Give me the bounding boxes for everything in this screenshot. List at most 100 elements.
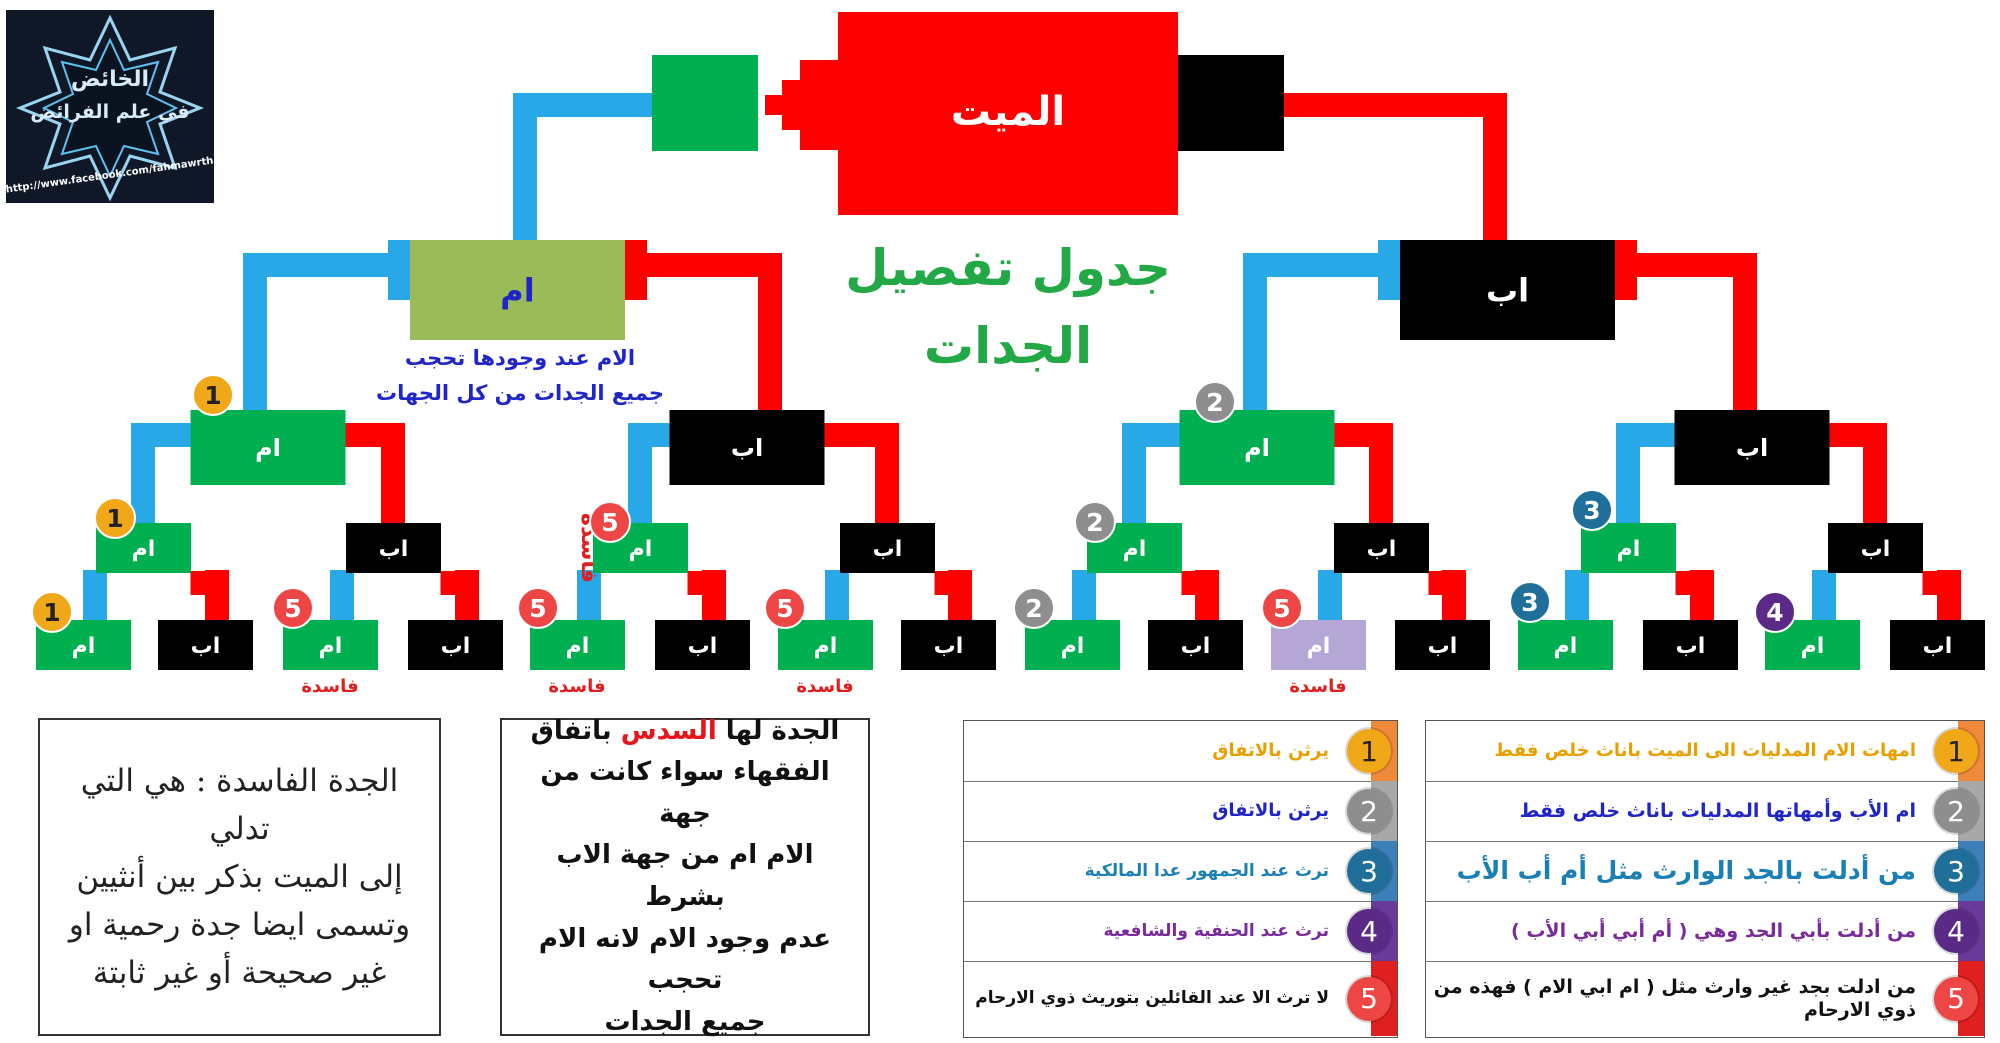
legend-text: ام الأب وأمهاتها المدليات باناث خلص فقط	[1519, 799, 1916, 822]
sudus-highlight: السدس	[620, 715, 717, 746]
node-label: ام	[1554, 634, 1578, 659]
connector-line	[1863, 423, 1887, 525]
connector-line	[190, 571, 217, 595]
svg-text:2: 2	[1025, 594, 1042, 623]
legend-text: يرثن بالاتفاق	[1212, 800, 1329, 822]
sudus-note-line: الفقهاء سواء كانت من جهة	[540, 757, 830, 829]
grandfather-node: اب	[346, 523, 441, 573]
legend-row-3: 3 من أدلت بالجد الوارث مثل أم أب الأب	[1426, 841, 1984, 902]
logo-subtitle: في علم الفرائض	[30, 101, 189, 123]
logo-title: الخائض	[71, 67, 149, 92]
rank-badge-3: 3	[1571, 489, 1613, 531]
rank-badge-5: 5	[589, 501, 631, 543]
connector-line	[1084, 571, 1087, 595]
legend-number-badge: 4	[1347, 909, 1391, 953]
legend-row-2: 2 ام الأب وأمهاتها المدليات باناث خلص فقط	[1426, 781, 1984, 842]
node-label: ام	[814, 634, 838, 659]
great-grandparent-node: ام	[1518, 620, 1613, 670]
node-label: اب	[1861, 537, 1891, 562]
connector-line	[1330, 571, 1334, 595]
node-label: ام	[1801, 634, 1825, 659]
node-label: ام	[132, 537, 156, 562]
grandfather-node: اب	[840, 523, 935, 573]
rank-badge-5: 5	[272, 587, 314, 629]
legend-number-badge: 3	[1934, 849, 1978, 893]
grandmother-node: ام	[1581, 523, 1676, 573]
rank-badge-5: 5	[764, 587, 806, 629]
connector-line	[440, 571, 467, 595]
node-label: ام	[566, 634, 590, 659]
fasida-note-line: وتسمى ايضا جدة رحمية او	[68, 907, 411, 944]
logo: الخائض في علم الفرائض http://www.faceboo…	[5, 10, 214, 203]
great-grandparent-node: ام	[530, 620, 625, 670]
legend-text: من أدلت بالجد الوارث مثل أم أب الأب	[1456, 856, 1916, 885]
connector-line	[243, 253, 410, 277]
rank-badge-1: 1	[94, 497, 136, 539]
node-label: اب	[688, 634, 718, 659]
connector-line	[1181, 571, 1207, 595]
node-label: اب	[934, 634, 964, 659]
node-label: اب	[441, 634, 471, 659]
connector-line	[1243, 253, 1400, 277]
svg-text:1: 1	[43, 598, 60, 627]
legend-number-badge: 2	[1347, 789, 1391, 833]
svg-text:5: 5	[1273, 594, 1290, 623]
connector-line	[381, 423, 405, 525]
connector-line	[837, 571, 840, 595]
mother-node: ام	[410, 240, 625, 340]
fasida-label: فاسدة	[548, 676, 605, 697]
svg-text:5: 5	[776, 594, 793, 623]
node-label: ام	[1617, 537, 1641, 562]
connector-line	[1824, 571, 1828, 595]
fasida-note-line: إلى الميت بذكر بين أنثيين	[76, 858, 403, 895]
connector-line	[1483, 93, 1507, 240]
fasida-definition-note: الجدة الفاسدة : هي التي تدلي إلى الميت ب…	[38, 718, 441, 1036]
legend-text: لا ترث الا عند القائلين بتوريث ذوي الارح…	[975, 988, 1329, 1009]
great-grandparent-node: اب	[1395, 620, 1490, 670]
node-label: اب	[1736, 434, 1768, 462]
node-label: اب	[1428, 634, 1458, 659]
svg-text:3: 3	[1521, 588, 1538, 617]
diagram-title-line1: جدول تفصيل	[845, 239, 1171, 298]
node-label: اب	[1676, 634, 1706, 659]
great-grandparent-node: اب	[1890, 620, 1985, 670]
father-node: اب	[1400, 240, 1615, 340]
connector-line	[131, 423, 155, 525]
rank-badge-1: 1	[31, 591, 73, 633]
great-grandparent-node: ام	[778, 620, 873, 670]
node-label: اب	[1367, 537, 1397, 562]
node-label: اب	[1923, 634, 1953, 659]
fasida-label: فاسدة	[301, 676, 358, 697]
mother-note-line1: الام عند وجودها تحجب	[405, 346, 635, 370]
connector-line	[589, 571, 593, 595]
svg-text:2: 2	[1086, 508, 1103, 537]
father-of-mother-node: اب	[669, 410, 825, 485]
sixth-share-note: الجدة لها السدس باتفاق الفقهاء سواء كانت…	[500, 715, 870, 1037]
connector-line	[875, 423, 899, 525]
fasida-note-line: الجدة الفاسدة : هي التي تدلي	[80, 762, 399, 847]
legend-text: من ادلت بجد غير وارث مثل ( ام ابي الام )…	[1433, 975, 1916, 1021]
mother-note-line2: جميع الجدات من كل الجهات	[376, 381, 664, 405]
connector-line	[1243, 253, 1267, 410]
connector-line	[628, 423, 652, 525]
great-grandparent-node: اب	[158, 620, 253, 670]
father-of-father-node: اب	[1674, 410, 1830, 485]
connector-line	[758, 253, 782, 410]
grandfather-node: اب	[1828, 523, 1923, 573]
connector-line	[625, 253, 782, 277]
node-label: اب	[1181, 634, 1211, 659]
legend-number-badge: 3	[1347, 849, 1391, 893]
rank-badge-2: 2	[1194, 381, 1236, 423]
connector-line	[95, 571, 96, 595]
rank-badge-2: 2	[1013, 587, 1055, 629]
legend-number-badge: 1	[1347, 729, 1391, 773]
connector-line	[1284, 93, 1507, 117]
connector-line	[1733, 253, 1757, 410]
node-label: اب	[873, 537, 903, 562]
legend-number-badge: 2	[1934, 789, 1978, 833]
